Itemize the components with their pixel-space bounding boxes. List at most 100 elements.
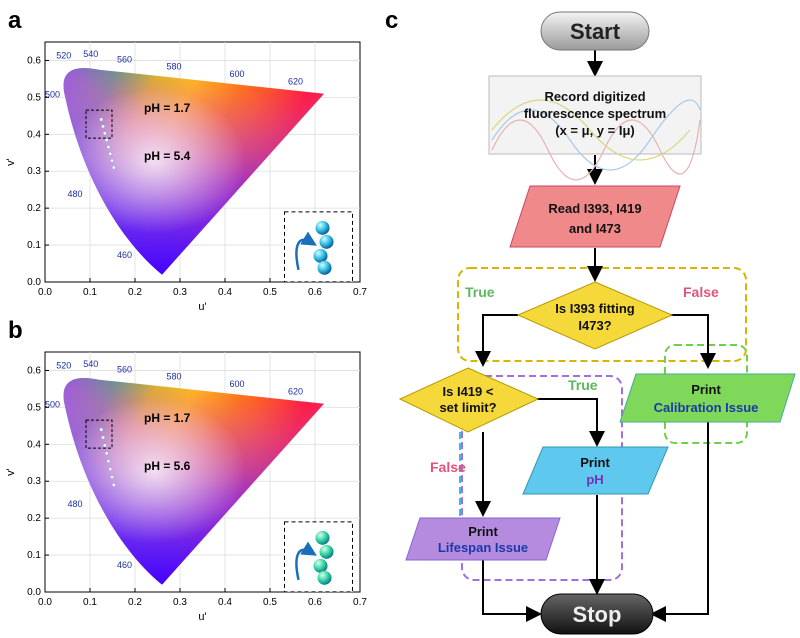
wavelength-label: 520 <box>56 361 71 371</box>
ph-end-label: pH = 5.6 <box>144 459 191 473</box>
y-axis-label: v' <box>5 468 17 476</box>
trajectory-point <box>110 474 115 480</box>
ph-start-label: pH = 1.7 <box>144 101 191 115</box>
start-region-box <box>85 109 113 139</box>
true-label-1: True <box>465 284 495 300</box>
read-line-1: Read I393, I419 <box>548 201 641 216</box>
trajectory-point <box>104 451 109 456</box>
trajectory-point <box>108 151 113 156</box>
calibration-line-1: Print <box>691 382 721 397</box>
x-tick-label: 0.0 <box>38 597 52 608</box>
x-tick-label: 0.4 <box>218 287 232 298</box>
stop-label: Stop <box>573 602 622 627</box>
trajectory-point <box>102 443 107 448</box>
wavelength-label: 620 <box>288 76 303 86</box>
calibration-line-2: Calibration Issue <box>654 400 759 415</box>
trajectory-point <box>99 427 104 432</box>
trajectory-point <box>101 124 106 129</box>
y-tick-label: 0.5 <box>27 92 41 103</box>
record-line-2: fluorescence spectrum <box>524 106 666 121</box>
record-spectrum-node: Record digitized fluorescence spectrum (… <box>488 75 702 181</box>
ph-end-label: pH = 5.4 <box>144 149 191 163</box>
wavelength-label: 560 <box>117 364 132 374</box>
ph-start-label: pH = 1.7 <box>144 411 191 425</box>
wavelength-label: 560 <box>117 54 132 64</box>
y-tick-label: 0.5 <box>27 402 41 413</box>
x-tick-label: 0.7 <box>353 597 367 608</box>
wavelength-label: 540 <box>83 359 98 369</box>
start-label: Start <box>570 19 621 44</box>
panel-label-c: c <box>385 7 398 34</box>
record-line-3: (x = μ, y = Iμ) <box>555 123 635 138</box>
trajectory-point <box>104 138 109 143</box>
y-tick-label: 0.0 <box>27 277 41 288</box>
y-tick-label: 0.4 <box>27 439 41 450</box>
panel-label-b: b <box>8 317 23 344</box>
wavelength-label: 480 <box>68 499 83 509</box>
wavelength-label: 580 <box>167 372 182 382</box>
trajectory-point <box>101 435 106 440</box>
wavelength-label: 540 <box>83 49 98 59</box>
y-tick-label: 0.1 <box>27 240 41 251</box>
x-tick-label: 0.1 <box>83 597 97 608</box>
trajectory-point <box>106 459 111 464</box>
decision-limit: Is I419 < set limit? <box>398 367 540 433</box>
ph-line-1: Print <box>580 455 610 470</box>
x-tick-label: 0.3 <box>173 597 187 608</box>
inset-sphere <box>315 220 330 235</box>
inset-sphere <box>317 260 332 275</box>
x-tick-label: 0.2 <box>128 597 142 608</box>
false-label-2: False <box>430 459 466 475</box>
read-intensities-node: Read I393, I419 and I473 <box>509 185 681 248</box>
y-tick-label: 0.6 <box>27 55 41 66</box>
locus-white-point <box>63 377 324 585</box>
print-lifespan-node: Print Lifespan Issue <box>405 517 561 561</box>
x-tick-label: 0.0 <box>38 287 52 298</box>
trajectory-point <box>111 482 116 487</box>
x-tick-label: 0.7 <box>353 287 367 298</box>
ph-line-2: pH <box>586 472 603 487</box>
wavelength-label: 600 <box>230 69 245 79</box>
y-tick-label: 0.1 <box>27 550 41 561</box>
inset-sphere <box>313 558 328 573</box>
inset-arrow <box>295 231 317 271</box>
inset-arrow <box>295 541 317 581</box>
wavelength-label: 500 <box>45 89 60 99</box>
inset-sphere <box>315 530 330 545</box>
inset-sphere <box>319 544 334 559</box>
wavelength-label: 580 <box>167 62 182 72</box>
trajectory-point <box>99 117 104 122</box>
false-label-1: False <box>683 284 719 300</box>
wavelength-label: 520 <box>56 51 71 61</box>
y-tick-label: 0.6 <box>27 365 41 376</box>
wavelength-label: 460 <box>117 250 132 260</box>
x-axis-label: u' <box>198 611 206 623</box>
y-tick-label: 0.2 <box>27 513 41 524</box>
x-tick-label: 0.4 <box>218 597 232 608</box>
x-tick-label: 0.1 <box>83 287 97 298</box>
true-label-2: True <box>568 377 598 393</box>
record-line-1: Record digitized <box>544 89 645 104</box>
wavelength-label: 460 <box>117 560 132 570</box>
x-tick-label: 0.5 <box>263 287 277 298</box>
flow-connectors <box>475 50 716 622</box>
print-ph-node: Print pH <box>522 446 669 495</box>
lifespan-line-1: Print <box>468 524 498 539</box>
y-tick-label: 0.3 <box>27 166 41 177</box>
wavelength-label: 620 <box>288 386 303 396</box>
x-tick-label: 0.6 <box>308 597 322 608</box>
y-tick-label: 0.4 <box>27 129 41 140</box>
y-tick-label: 0.3 <box>27 476 41 487</box>
print-calibration-node: Print Calibration Issue <box>619 373 796 423</box>
decision1-line-1: Is I393 fitting <box>555 301 635 316</box>
y-axis-label: v' <box>5 158 17 166</box>
y-tick-label: 0.2 <box>27 203 41 214</box>
wavelength-label: 480 <box>68 189 83 199</box>
x-tick-label: 0.2 <box>128 287 142 298</box>
read-line-2: and I473 <box>569 221 621 236</box>
stop-node: Stop <box>540 593 654 635</box>
decision2-line-2: set limit? <box>439 400 496 415</box>
wavelength-label: 500 <box>45 399 60 409</box>
